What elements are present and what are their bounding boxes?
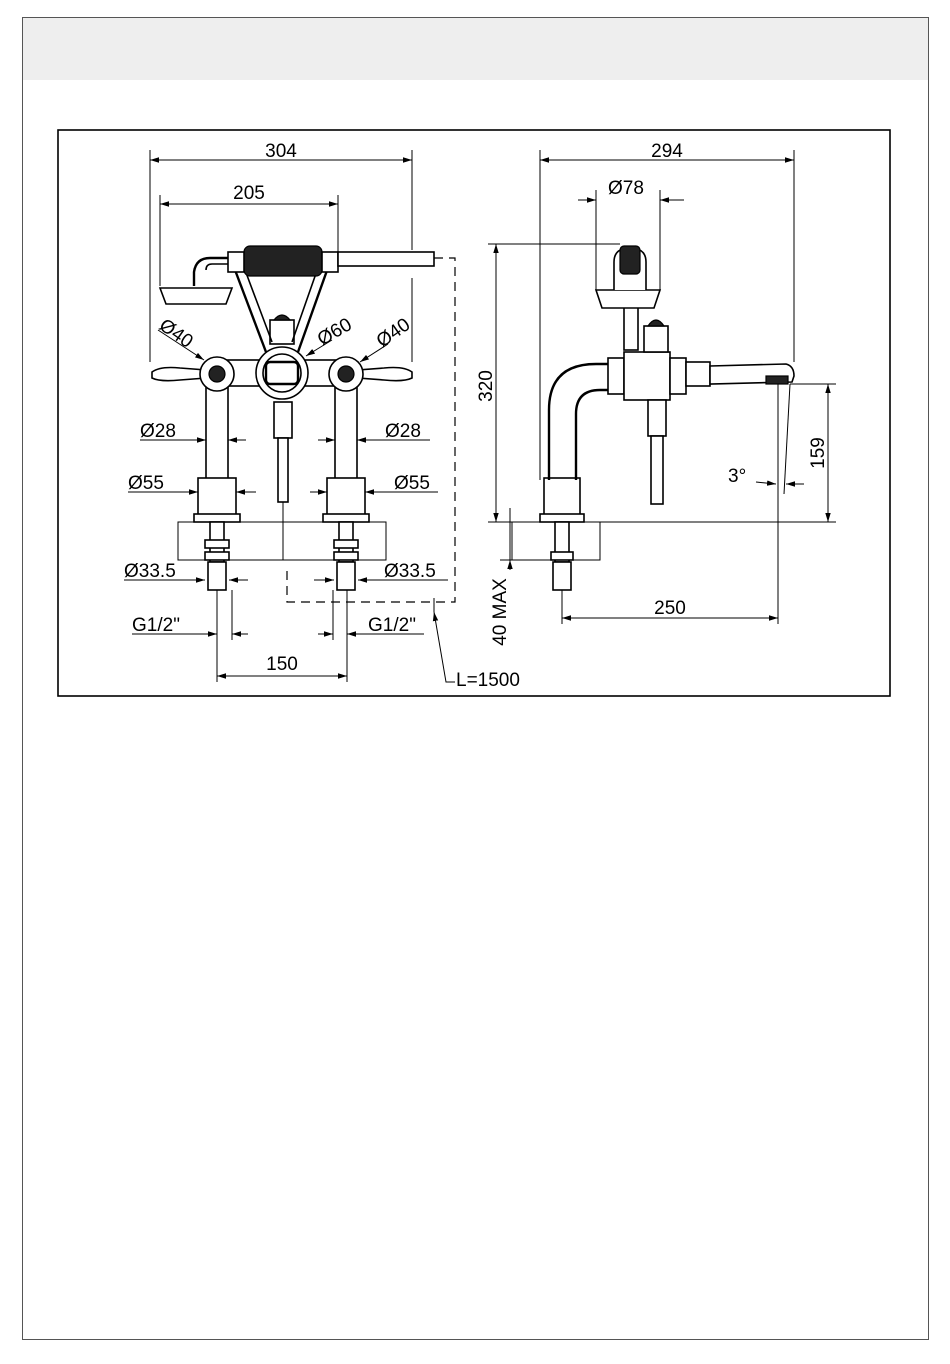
dim-pillar-right: Ø28 bbox=[385, 421, 421, 442]
dim-shower-head-diameter: Ø78 bbox=[608, 178, 644, 199]
dim-deck-thickness: 40 MAX bbox=[490, 578, 511, 646]
handshower-neck bbox=[194, 258, 228, 286]
dim-height: 320 bbox=[476, 370, 497, 402]
right-lever-handle bbox=[358, 368, 412, 381]
dim-flange-left: Ø55 bbox=[128, 473, 164, 494]
dim-centers: 150 bbox=[266, 654, 298, 675]
dim-pillar-left: Ø28 bbox=[140, 421, 176, 442]
spout-aerator bbox=[766, 376, 788, 384]
drawing-frame bbox=[58, 130, 890, 696]
front-dimensions: 304 205 Ø40 Ø60 Ø40 Ø28 Ø28 Ø55 Ø5 bbox=[124, 141, 520, 691]
dim-flange-right: Ø55 bbox=[394, 473, 430, 494]
side-mixer-body bbox=[624, 352, 670, 400]
dim-overall-width: 304 bbox=[265, 141, 297, 162]
left-valve-cap bbox=[209, 366, 225, 382]
dim-thread-left: G1/2" bbox=[132, 615, 180, 636]
right-valve-cap bbox=[338, 366, 354, 382]
right-pillar bbox=[323, 386, 369, 590]
dim-shank-left: Ø33.5 bbox=[124, 561, 176, 582]
handshower-head bbox=[160, 288, 232, 304]
dim-spout-height: 159 bbox=[808, 437, 829, 469]
left-pillar bbox=[194, 386, 240, 590]
left-lever-handle bbox=[152, 368, 206, 381]
side-riser-outer bbox=[549, 364, 608, 480]
dim-handshower-spacing: 205 bbox=[233, 183, 265, 204]
hose-connector bbox=[338, 252, 434, 266]
dim-center-diameter: Ø60 bbox=[314, 314, 356, 350]
side-base-flange bbox=[544, 478, 580, 516]
side-riser-inner bbox=[576, 390, 608, 480]
hose-outlet bbox=[274, 402, 292, 438]
dim-shank-right: Ø33.5 bbox=[384, 561, 436, 582]
side-view bbox=[512, 246, 794, 590]
handshower-grip bbox=[244, 246, 322, 276]
dim-thread-right: G1/2" bbox=[368, 615, 416, 636]
dim-overall-depth: 294 bbox=[651, 141, 683, 162]
dim-handle-left: Ø40 bbox=[155, 315, 196, 353]
dim-hose-length: L=1500 bbox=[456, 670, 520, 691]
dim-spout-angle: 3° bbox=[728, 466, 746, 487]
dim-handle-right: Ø40 bbox=[373, 314, 414, 352]
dim-spout-reach: 250 bbox=[654, 598, 686, 619]
side-shower-head bbox=[596, 290, 660, 308]
